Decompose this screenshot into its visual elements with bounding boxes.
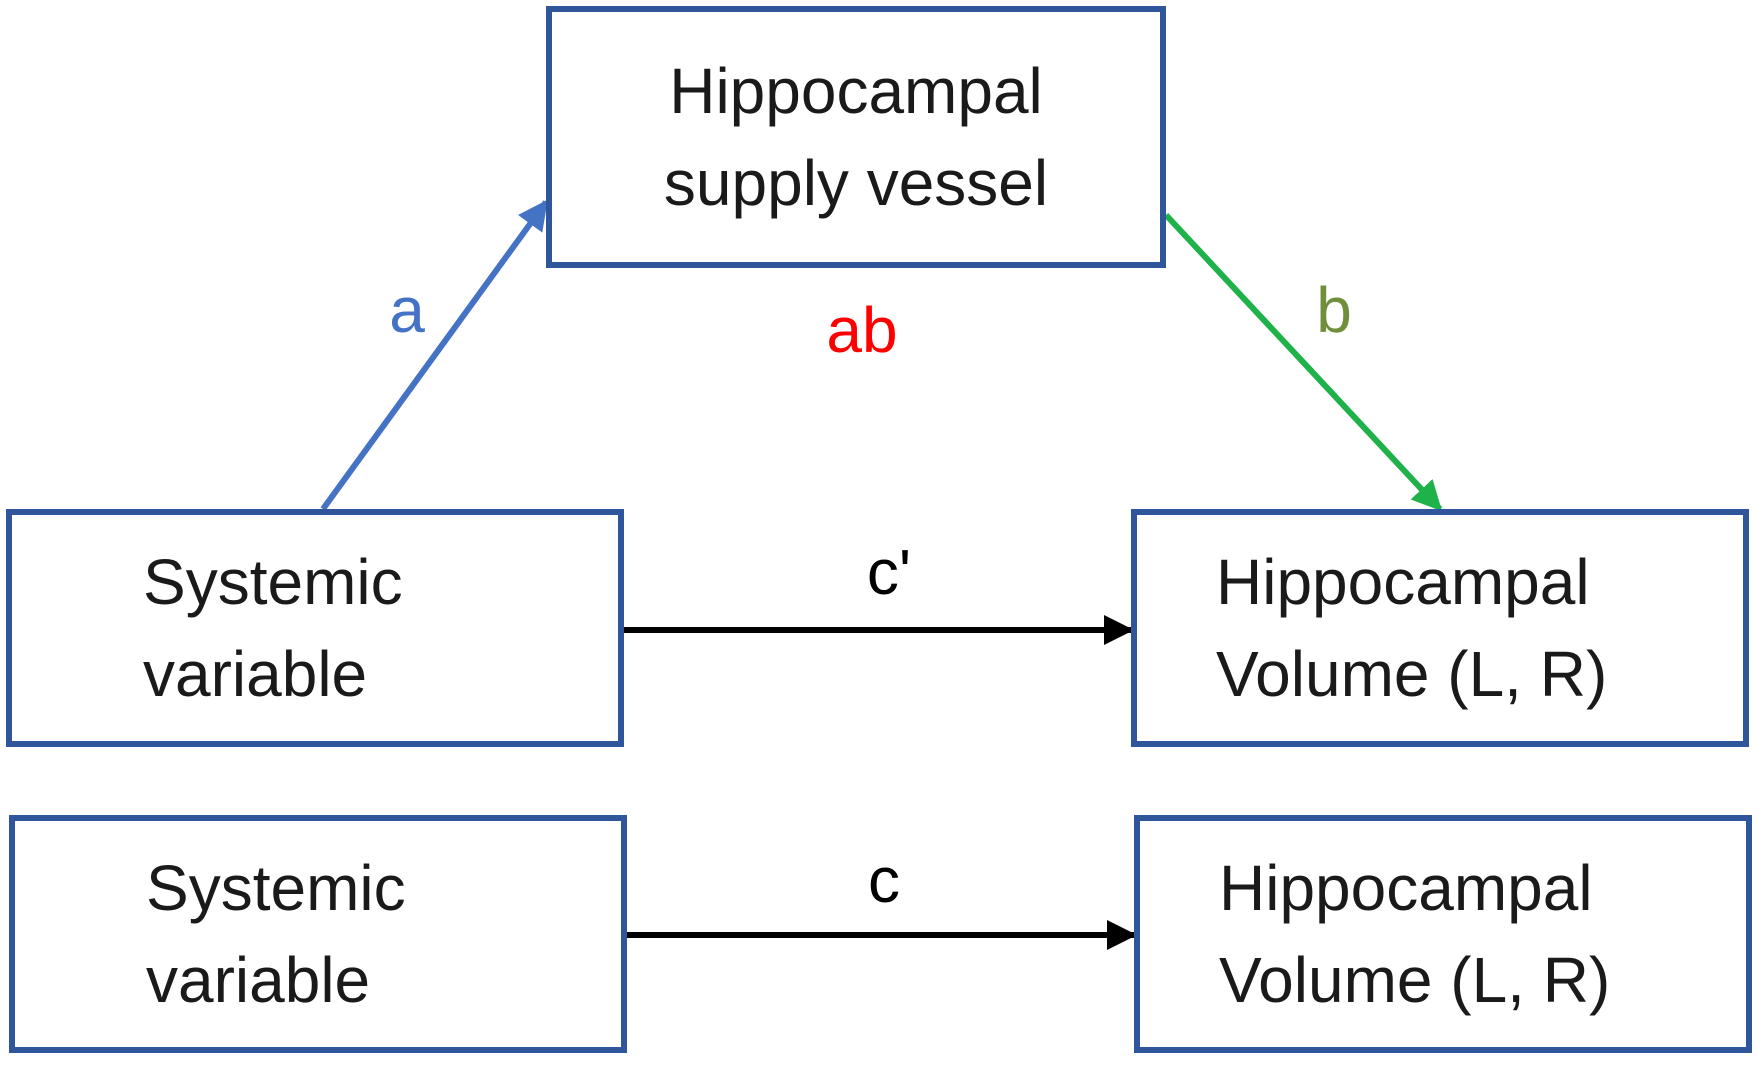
predictor-total-line-2: variable xyxy=(146,944,371,1016)
path-c-prime-label: c' xyxy=(866,536,912,608)
mediator-box: Hippocampal supply vessel xyxy=(546,6,1166,268)
outcome-total-line-2: Volume (L, R) xyxy=(1219,944,1611,1016)
path-b-label: b xyxy=(1316,274,1352,346)
outcome-mediated-line-2: Volume (L, R) xyxy=(1216,638,1608,710)
outcome-box-mediated: Hippocampal Volume (L, R) xyxy=(1131,509,1749,747)
predictor-box-mediated: Systemic variable xyxy=(6,509,624,747)
path-a-label: a xyxy=(389,274,425,346)
mediator-line-2: supply vessel xyxy=(663,147,1049,219)
path-b-arrow xyxy=(1163,212,1443,512)
path-ab-label: ab xyxy=(826,294,898,366)
outcome-total-line-1: Hippocampal xyxy=(1219,852,1593,924)
path-a-arrow xyxy=(320,199,549,511)
predictor-mediated-line-1: Systemic xyxy=(143,546,403,618)
outcome-box-total: Hippocampal Volume (L, R) xyxy=(1134,815,1752,1053)
predictor-total-line-1: Systemic xyxy=(146,852,406,924)
outcome-mediated-line-1: Hippocampal xyxy=(1216,546,1590,618)
path-c-label: c xyxy=(868,844,900,916)
predictor-mediated-line-2: variable xyxy=(143,638,368,710)
predictor-box-total: Systemic variable xyxy=(9,815,627,1053)
mediator-line-1: Hippocampal xyxy=(669,55,1043,127)
